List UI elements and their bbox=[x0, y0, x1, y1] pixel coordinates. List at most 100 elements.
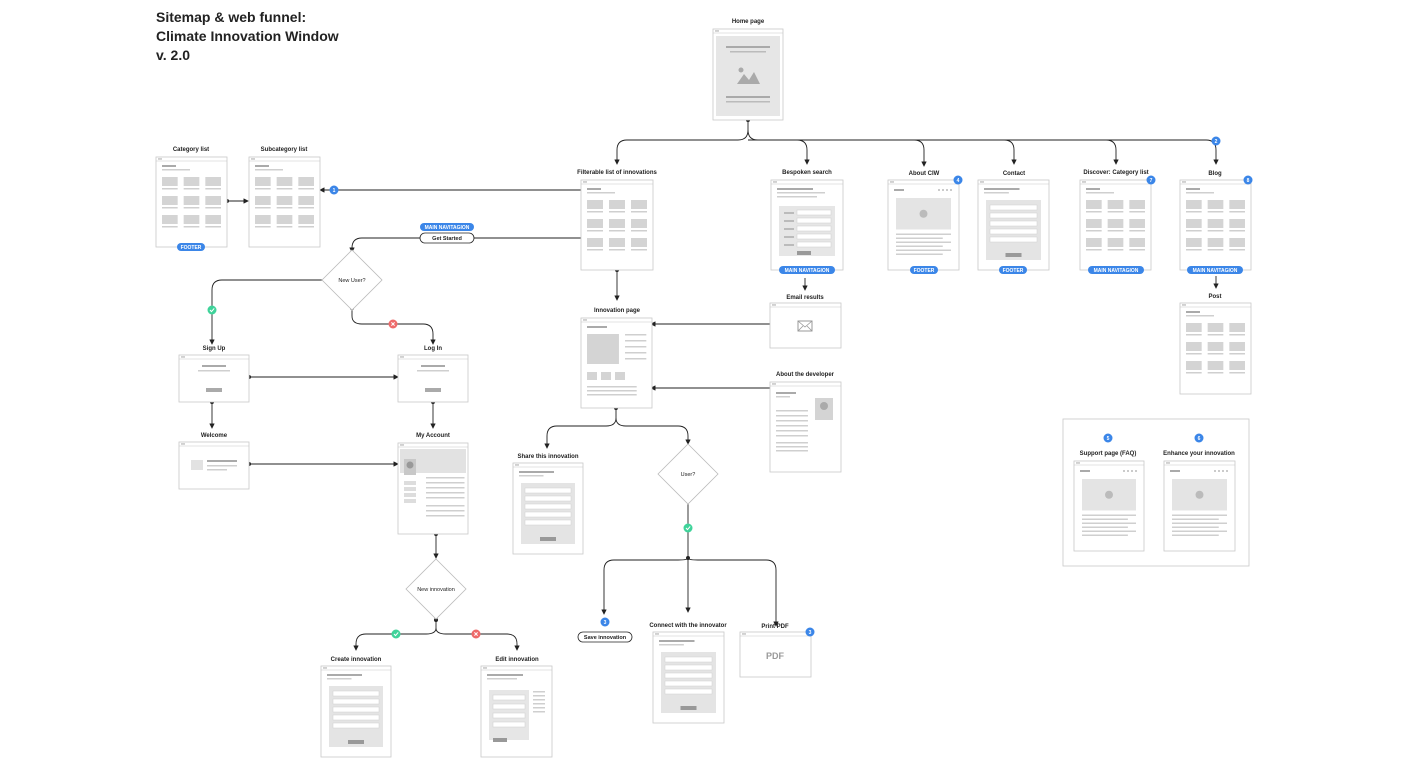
label-innovation: Innovation page bbox=[594, 308, 641, 314]
decision-user bbox=[657, 443, 719, 505]
frame-dot bbox=[181, 356, 185, 358]
home-to-bespoken bbox=[796, 139, 810, 165]
label-discover: Discover: Category list bbox=[1083, 170, 1148, 176]
newuser-yes bbox=[209, 279, 322, 345]
enhance-innovation-frame bbox=[1163, 460, 1236, 552]
share-innovation-frame bbox=[512, 462, 584, 555]
print-pdf-frame: PDF bbox=[739, 631, 812, 678]
email-results-frame bbox=[769, 302, 842, 349]
home-to-discover bbox=[1105, 139, 1119, 165]
badge-7 bbox=[1146, 175, 1156, 185]
placeholder-bar bbox=[298, 207, 314, 209]
placeholder-bar bbox=[207, 469, 227, 471]
check-icon bbox=[393, 632, 399, 637]
placeholder-bar bbox=[1229, 334, 1245, 336]
placeholder-bar bbox=[426, 487, 465, 489]
form-field bbox=[492, 712, 526, 719]
pdf-text: PDF bbox=[766, 651, 785, 661]
placeholder-bar bbox=[776, 392, 796, 394]
placeholder-bar bbox=[202, 365, 226, 367]
frame-dot bbox=[772, 383, 776, 385]
innovation-to-user bbox=[615, 417, 691, 445]
placeholder-block bbox=[298, 177, 314, 186]
placeholder-bar bbox=[162, 207, 178, 209]
placeholder-block bbox=[1086, 200, 1102, 209]
placeholder-block bbox=[1207, 238, 1224, 247]
placeholder-bar bbox=[426, 515, 465, 517]
my-account-frame bbox=[397, 442, 469, 535]
placeholder-block bbox=[609, 219, 625, 228]
placeholder-bar bbox=[1229, 249, 1245, 251]
placeholder-block bbox=[631, 219, 647, 228]
frame-border bbox=[739, 631, 812, 678]
form-field bbox=[664, 656, 713, 663]
label-bespoken: Bespoken search bbox=[782, 170, 832, 176]
placeholder-bar bbox=[587, 394, 637, 396]
placeholder-bar bbox=[726, 46, 770, 48]
placeholder-bar bbox=[1129, 230, 1145, 232]
placeholder-block bbox=[298, 196, 314, 205]
placeholder-bar bbox=[1229, 372, 1245, 374]
badge-7-text: 7 bbox=[1150, 178, 1153, 184]
placeholder-block bbox=[1207, 200, 1224, 209]
placeholder-bar bbox=[625, 334, 647, 336]
frame-dot bbox=[400, 356, 404, 358]
frame-dot bbox=[251, 158, 255, 160]
placeholder-block bbox=[540, 537, 556, 541]
placeholder-bar bbox=[631, 249, 647, 251]
image-icon bbox=[737, 72, 760, 84]
badge-3 bbox=[600, 617, 610, 627]
placeholder-bar bbox=[1086, 211, 1102, 213]
placeholder-block bbox=[162, 215, 178, 224]
placeholder-bar bbox=[896, 241, 951, 243]
frame-dot bbox=[715, 30, 719, 32]
play-icon bbox=[1195, 490, 1204, 499]
placeholder-bar bbox=[1186, 334, 1202, 336]
frame-border bbox=[178, 354, 250, 403]
placeholder-bar bbox=[587, 211, 603, 213]
placeholder-bar bbox=[1186, 311, 1200, 313]
placeholder-block bbox=[191, 460, 203, 470]
badge-3-text: 3 bbox=[604, 620, 607, 626]
placeholder-block bbox=[615, 372, 625, 380]
label-category-list: Category list bbox=[173, 147, 209, 153]
pill-main-nav-getstarted bbox=[420, 223, 474, 231]
placeholder-block bbox=[298, 215, 314, 224]
placeholder-bar bbox=[1107, 249, 1124, 251]
placeholder-bar bbox=[404, 487, 416, 491]
placeholder-bar bbox=[255, 188, 271, 190]
form-field bbox=[989, 212, 1038, 219]
placeholder-bar bbox=[1172, 522, 1227, 524]
placeholder-bar bbox=[276, 207, 293, 209]
placeholder-bar bbox=[519, 471, 554, 473]
placeholder-block bbox=[1107, 219, 1124, 228]
placeholder-bar bbox=[776, 442, 808, 444]
placeholder-bar bbox=[298, 226, 314, 228]
form-field bbox=[664, 672, 713, 679]
placeholder-block bbox=[631, 238, 647, 247]
pill-main-nav-bespoken bbox=[779, 266, 835, 274]
placeholder-bar bbox=[276, 188, 293, 190]
placeholder-bar bbox=[1107, 230, 1124, 232]
placeholder-bar bbox=[404, 481, 416, 485]
placeholder-block bbox=[183, 215, 200, 224]
placeholder-bar bbox=[183, 188, 200, 190]
placeholder-block bbox=[1186, 361, 1202, 370]
placeholder-bar bbox=[1086, 188, 1100, 190]
form-field bbox=[796, 241, 832, 248]
placeholder-bar bbox=[776, 425, 808, 427]
placeholder-bar bbox=[587, 230, 603, 232]
placeholder-block bbox=[205, 196, 221, 205]
placeholder-bar bbox=[1186, 230, 1202, 232]
frame-dot bbox=[583, 319, 587, 321]
placeholder-block bbox=[1207, 342, 1224, 351]
placeholder-bar bbox=[777, 196, 817, 198]
placeholder-bar bbox=[198, 370, 230, 372]
placeholder-bar bbox=[1082, 526, 1128, 528]
placeholder-bar bbox=[162, 165, 176, 167]
placeholder-block bbox=[1207, 361, 1224, 370]
subcategory-list-frame bbox=[248, 156, 321, 248]
pill-get-started bbox=[419, 232, 475, 244]
placeholder-bar bbox=[587, 249, 603, 251]
placeholder-block bbox=[1107, 238, 1124, 247]
